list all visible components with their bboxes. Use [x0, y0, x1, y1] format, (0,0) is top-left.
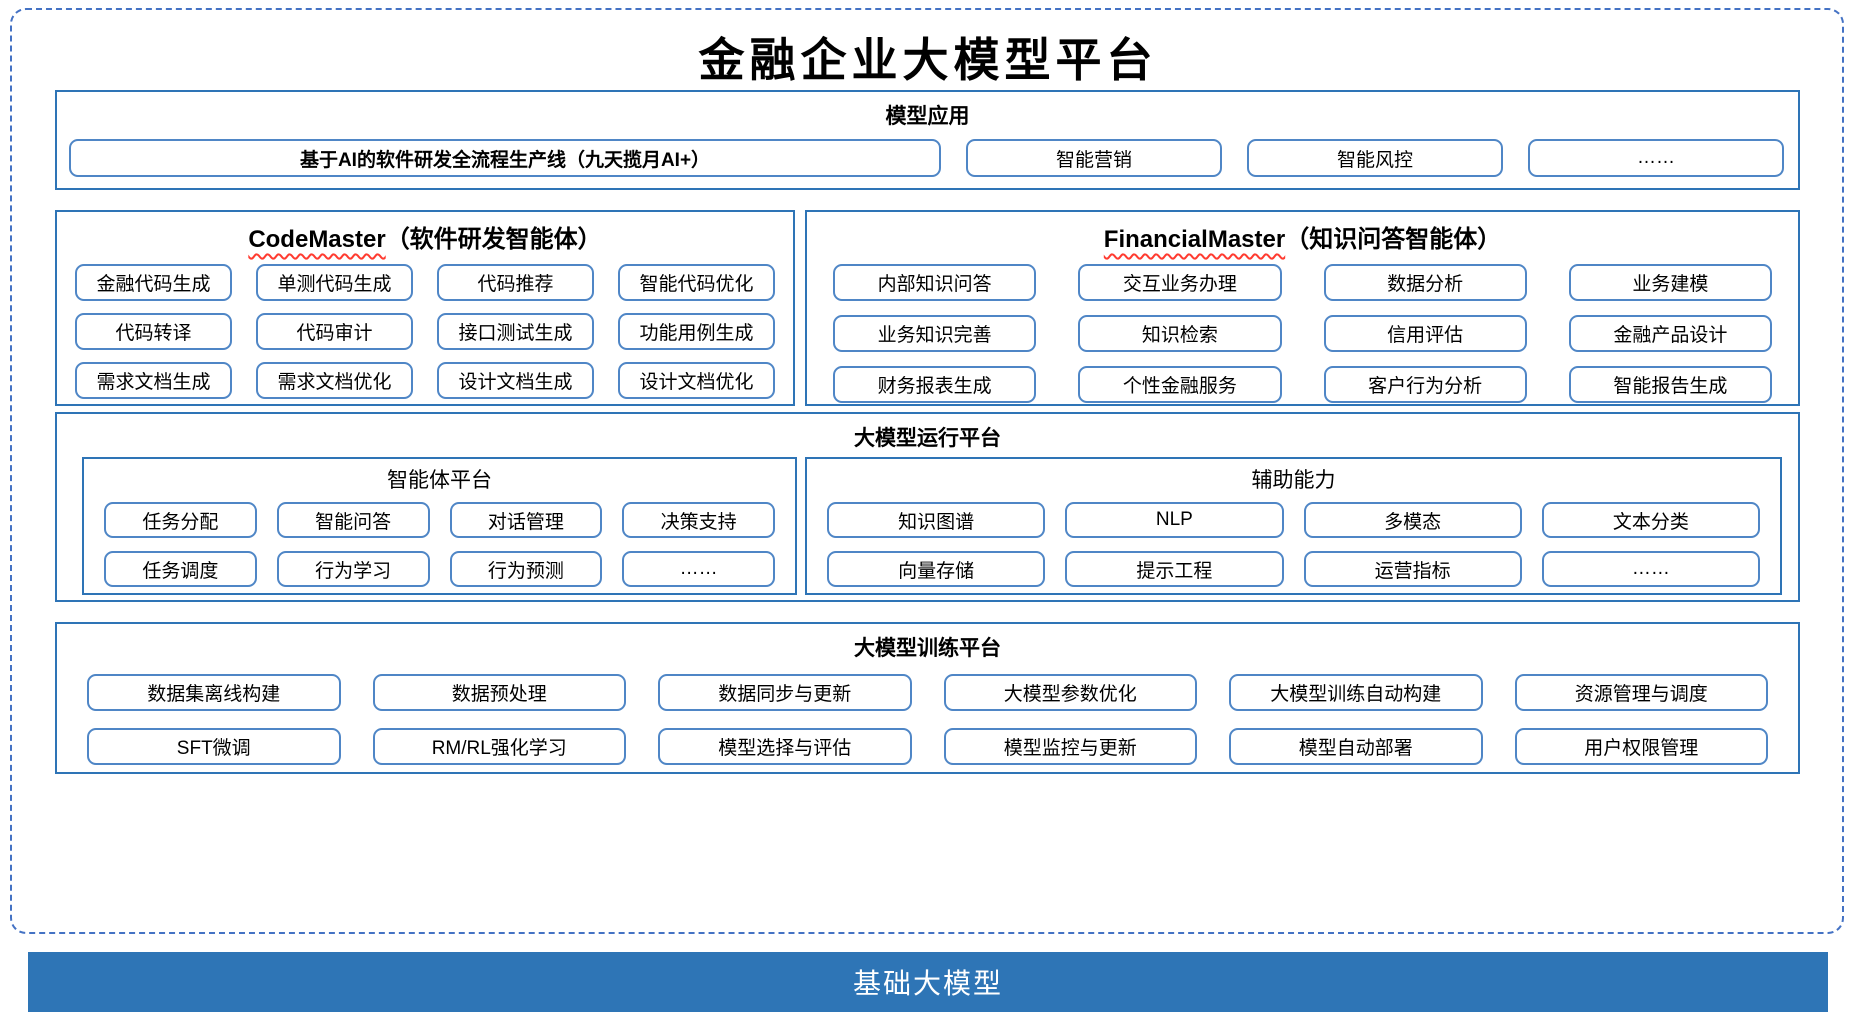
financialmaster-header: FinancialMaster（知识问答智能体） — [807, 219, 1798, 254]
financialmaster-item: 客户行为分析 — [1323, 366, 1527, 403]
training-platform-item: 大模型参数优化 — [943, 674, 1197, 711]
codemaster-item: 需求文档优化 — [256, 362, 413, 399]
training-platform-item: SFT微调 — [87, 728, 341, 765]
section-financialmaster: FinancialMaster（知识问答智能体） 内部知识问答 交互业务办理 数据分… — [805, 210, 1800, 406]
agent-platform-grid: 任务分配智能问答对话管理决策支持任务调度行为学习行为预测 …… — [84, 494, 795, 587]
agent-platform-item: 任务分配 — [104, 502, 257, 538]
page-title: 金融企业大模型平台 — [698, 33, 1158, 87]
codemaster-item: 代码审计 — [256, 313, 413, 350]
app-item: …… — [1528, 139, 1784, 177]
codemaster-header-en: CodeMaster — [248, 226, 386, 253]
codemaster-item: 智能代码优化 — [618, 264, 775, 301]
training-platform-item: 数据预处理 — [372, 674, 626, 711]
financialmaster-item: 业务建模 — [1568, 264, 1772, 301]
codemaster-item: 功能用例生成 — [618, 313, 775, 350]
app-item: 智能营销 — [966, 139, 1222, 177]
financialmaster-item: 业务知识完善 — [833, 315, 1037, 352]
training-platform-item: 大模型训练自动构建 — [1229, 674, 1483, 711]
auxiliary-capability-item: 运营指标 — [1303, 551, 1522, 587]
codemaster-grid: 金融代码生成单测代码生成代码推荐智能代码优化代码转译代码审计接口测试生成功能用例… — [57, 254, 793, 399]
codemaster-item: 设计文档生成 — [437, 362, 594, 399]
auxiliary-capability-item: 知识图谱 — [827, 502, 1046, 538]
agent-platform-item: 行为预测 — [449, 551, 603, 587]
section-codemaster: CodeMaster（软件研发智能体） 金融代码生成单测代码生成代码推荐智能代码… — [55, 210, 795, 406]
auxiliary-capability-item: 多模态 — [1303, 502, 1522, 538]
agent-platform-item: 行为学习 — [276, 551, 430, 587]
training-platform-item: 资源管理与调度 — [1514, 674, 1768, 711]
financialmaster-header-en: FinancialMaster — [1103, 226, 1286, 253]
training-platform-item: RM/RL强化学习 — [372, 728, 626, 765]
agent-platform-item: 对话管理 — [449, 502, 603, 538]
codemaster-item: 设计文档优化 — [618, 362, 775, 399]
agent-platform-header: 智能体平台 — [387, 469, 492, 492]
auxiliary-capability-item: 向量存储 — [827, 551, 1046, 587]
financialmaster-item: 数据分析 — [1323, 264, 1527, 301]
platform-outer-dashed-border — [10, 8, 1844, 934]
codemaster-item: 需求文档生成 — [75, 362, 232, 399]
financialmaster-item: 个性金融服务 — [1078, 366, 1282, 403]
app-item: 智能风控 — [1247, 139, 1503, 177]
foundation-model-label: 基础大模型 — [852, 968, 1003, 999]
codemaster-header: CodeMaster（软件研发智能体） — [57, 219, 793, 254]
codemaster-item: 代码推荐 — [437, 264, 594, 301]
foundation-model-bar: 基础大模型 — [28, 952, 1828, 1012]
app-item-main: 基于AI的软件研发全流程生产线（九天揽月AI+） — [69, 139, 941, 177]
financialmaster-item: 财务报表生成 — [833, 366, 1037, 403]
agent-platform-item: 智能问答 — [276, 502, 430, 538]
training-platform-item: 模型监控与更新 — [943, 728, 1197, 765]
financialmaster-item: 信用评估 — [1323, 315, 1527, 352]
codemaster-item: 单测代码生成 — [256, 264, 413, 301]
section-runtime-platform: 大模型运行平台 智能体平台 任务分配智能问答对话管理决策支持任务调度行为学习行为… — [55, 412, 1800, 602]
subsection-auxiliary-capabilities: 辅助能力 知识图谱 NLP 多模态文本分类向量存储提示工程运营指标 …… — [805, 457, 1782, 595]
auxiliary-capability-item: NLP — [1065, 502, 1284, 538]
codemaster-item: 金融代码生成 — [75, 264, 232, 301]
auxiliary-capability-item: 提示工程 — [1065, 551, 1284, 587]
auxiliary-capabilities-header: 辅助能力 — [1251, 469, 1336, 492]
model-applications-row: 基于AI的软件研发全流程生产线（九天揽月AI+） 智能营销智能风控 …… — [57, 130, 1798, 177]
training-platform-item: 模型选择与评估 — [658, 728, 912, 765]
financialmaster-item: 智能报告生成 — [1568, 366, 1772, 403]
financialmaster-header-rest: （知识问答智能体） — [1285, 226, 1502, 253]
financialmaster-item: 交互业务办理 — [1078, 264, 1282, 301]
codemaster-item: 接口测试生成 — [437, 313, 594, 350]
training-platform-item: 数据集离线构建 — [87, 674, 341, 711]
financialmaster-grid: 内部知识问答 交互业务办理 数据分析 业务建模业务知识完善 知识检索 信用评估 金融产品设计… — [807, 254, 1798, 403]
financialmaster-item: 内部知识问答 — [833, 264, 1037, 301]
training-platform-item: 模型自动部署 — [1229, 728, 1483, 765]
financialmaster-item: 知识检索 — [1078, 315, 1282, 352]
auxiliary-capability-item: …… — [1541, 551, 1760, 587]
subsection-agent-platform: 智能体平台 任务分配智能问答对话管理决策支持任务调度行为学习行为预测 …… — [82, 457, 797, 595]
codemaster-item: 代码转译 — [75, 313, 232, 350]
codemaster-header-rest: （软件研发智能体） — [385, 226, 602, 253]
training-platform-item: 数据同步与更新 — [658, 674, 912, 711]
section-training-platform: 大模型训练平台 数据集离线构建数据预处理数据同步与更新大模型参数优化大模型训练自… — [55, 622, 1800, 774]
section-model-applications: 模型应用 基于AI的软件研发全流程生产线（九天揽月AI+） 智能营销智能风控 …… — [55, 90, 1800, 190]
runtime-platform-header: 大模型运行平台 — [854, 427, 1001, 450]
training-platform-item: 用户权限管理 — [1514, 728, 1768, 765]
financialmaster-item: 金融产品设计 — [1568, 315, 1772, 352]
training-platform-header: 大模型训练平台 — [854, 637, 1001, 660]
auxiliary-capabilities-grid: 知识图谱 NLP 多模态文本分类向量存储提示工程运营指标 …… — [807, 494, 1780, 587]
agent-platform-item: 决策支持 — [622, 502, 775, 538]
agent-platform-item: 任务调度 — [104, 551, 257, 587]
agent-platform-item: …… — [622, 551, 775, 587]
auxiliary-capability-item: 文本分类 — [1541, 502, 1760, 538]
section-model-applications-header: 模型应用 — [885, 105, 970, 128]
training-platform-grid: 数据集离线构建数据预处理数据同步与更新大模型参数优化大模型训练自动构建资源管理与… — [57, 662, 1798, 765]
